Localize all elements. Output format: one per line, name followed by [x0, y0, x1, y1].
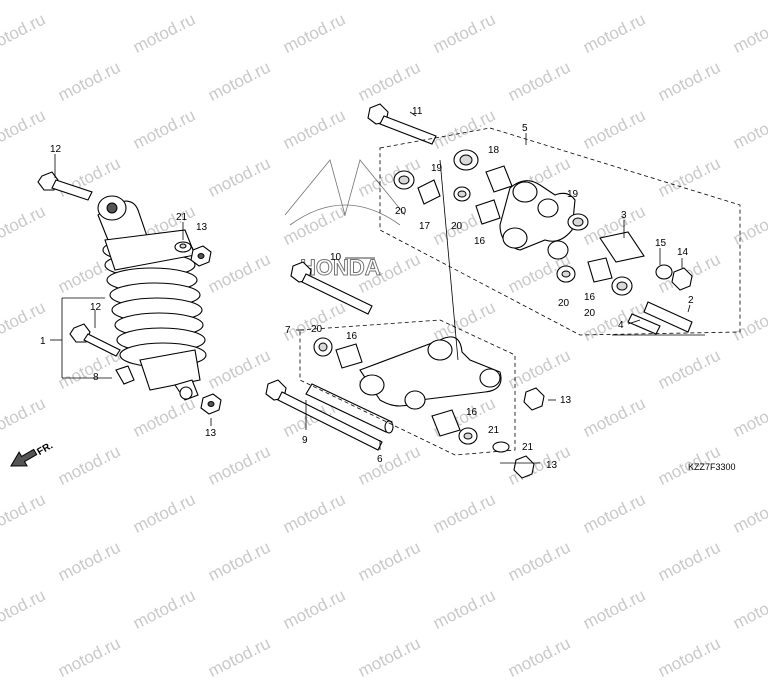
label-16-a: 16: [474, 236, 486, 247]
bolt-12-lower: [69, 323, 121, 357]
sleeve-6: [305, 383, 394, 434]
label-13-b: 13: [205, 428, 217, 439]
label-8: 8: [93, 372, 99, 383]
label-13-c: 13: [560, 395, 572, 406]
label-16-b: 16: [584, 292, 596, 303]
rear-cushion-parts-diagram: HONDA: [10, 103, 741, 479]
bolt-9: [265, 379, 383, 451]
collar-2: [643, 301, 693, 333]
label-13-d: 13: [546, 460, 558, 471]
washer-15: [655, 264, 673, 280]
collar-4: [627, 313, 661, 335]
part-number-labels: 1 2 3 4 5 6 7 8 9 10 11 12 12 13 13 13 1…: [40, 106, 694, 471]
watermark-text: motod.ru: [0, 585, 49, 633]
label-20-d: 20: [584, 308, 596, 319]
label-10: 10: [330, 252, 342, 263]
label-3: 3: [621, 210, 627, 221]
label-20-a: 20: [395, 206, 407, 217]
watermark-text: motod.ru: [580, 585, 649, 633]
watermark-text: motod.ru: [280, 585, 349, 633]
leader-lines: [50, 111, 705, 464]
label-2: 2: [688, 295, 694, 306]
connecting-rod-group-7: [299, 319, 516, 456]
diagram-code: KZZ7F3300: [688, 462, 736, 472]
bolt-10: [290, 261, 373, 315]
label-20-f: 21: [488, 425, 500, 436]
clip-8: [115, 365, 135, 385]
label-16-c: 16: [346, 331, 358, 342]
nut-13-link: [523, 387, 545, 411]
watermark-text: motod.ru: [55, 633, 124, 681]
label-12-lower: 12: [90, 302, 102, 313]
label-13-a: 13: [196, 222, 208, 233]
label-18: 18: [488, 145, 500, 156]
watermark-text: motod.ru: [505, 633, 574, 681]
label-20-c: 20: [558, 298, 570, 309]
label-17: 17: [419, 221, 431, 232]
honda-logo-text: HONDA: [300, 255, 381, 280]
label-21-b: 21: [522, 442, 534, 453]
nut-14: [671, 267, 693, 291]
bolt-11: [367, 103, 437, 145]
label-21-a: 21: [176, 212, 188, 223]
label-16-d: 16: [466, 407, 478, 418]
label-20-b: 20: [451, 221, 463, 232]
watermark-text: motod.ru: [655, 633, 724, 681]
label-20-e: 20: [311, 324, 323, 335]
washer-21-left: [174, 241, 192, 253]
cushion-arm-group-5: [379, 127, 741, 336]
label-1: 1: [40, 336, 46, 347]
label-14: 14: [677, 247, 689, 258]
label-15: 15: [655, 238, 667, 249]
label-7: 7: [285, 325, 291, 336]
nut-13-bottom: [513, 455, 535, 479]
label-5: 5: [522, 123, 528, 134]
watermark-text: motod.ru: [430, 585, 499, 633]
rear-cushion-assembly: [97, 195, 207, 401]
washer-21-bottom: [492, 441, 510, 453]
nut-13-left-bottom: [200, 393, 222, 415]
label-9: 9: [302, 435, 308, 446]
label-19-b: 19: [567, 189, 579, 200]
label-19-a: 19: [431, 163, 443, 174]
watermark-text: motod.ru: [130, 585, 199, 633]
watermark-text: motod.ru: [205, 633, 274, 681]
front-marker-label: FR.: [35, 440, 55, 458]
label-12-upper: 12: [50, 144, 62, 155]
bolt-12-upper: [37, 171, 93, 201]
honda-logo: HONDA: [284, 159, 406, 281]
label-6: 6: [377, 454, 383, 465]
front-direction-marker: FR.: [10, 440, 55, 467]
watermark-text: motod.ru: [730, 585, 768, 633]
label-4: 4: [618, 320, 624, 331]
nut-13-left-top: [190, 245, 212, 267]
watermark-text: motod.ru: [355, 633, 424, 681]
label-11: 11: [412, 106, 423, 117]
